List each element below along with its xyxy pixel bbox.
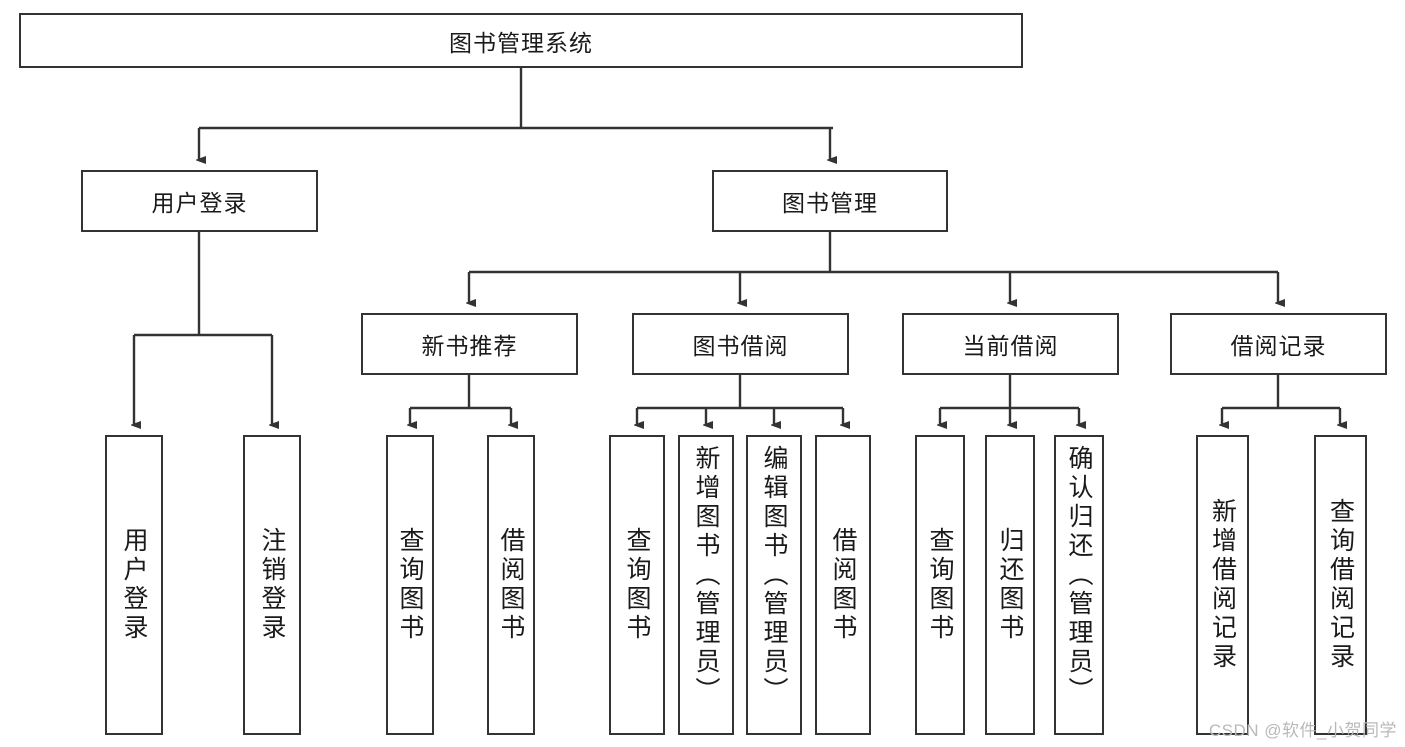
node-user-login[interactable]: 用户登录 <box>81 170 318 232</box>
node-label: 新增借阅记录 <box>1208 498 1237 672</box>
node-label: 查询图书 <box>926 527 954 643</box>
node-leaf-cur-return-book[interactable]: 归还图书 <box>985 435 1035 735</box>
node-label: 图书管理系统 <box>449 29 593 56</box>
node-leaf-cur-confirm-return[interactable]: 确认归还（管理员） <box>1054 435 1104 735</box>
node-leaf-user-logout[interactable]: 注销登录 <box>243 435 301 735</box>
node-leaf-cur-query-book[interactable]: 查询图书 <box>915 435 965 735</box>
node-leaf-rec-query-record[interactable]: 查询借阅记录 <box>1314 435 1367 735</box>
node-book-manage[interactable]: 图书管理 <box>712 170 948 232</box>
node-book-borrow[interactable]: 图书借阅 <box>632 313 849 375</box>
node-leaf-borrow-borrow-book[interactable]: 借阅图书 <box>815 435 871 735</box>
node-current-borrow[interactable]: 当前借阅 <box>902 313 1119 375</box>
node-label: 借阅图书 <box>829 527 857 643</box>
node-label: 编辑图书（管理员） <box>760 445 788 706</box>
node-label: 借阅记录 <box>1230 333 1327 359</box>
node-label: 查询图书 <box>396 527 424 643</box>
node-label: 当前借阅 <box>962 333 1059 359</box>
node-leaf-rec-add-record[interactable]: 新增借阅记录 <box>1196 435 1249 735</box>
node-label: 新书推荐 <box>421 333 518 359</box>
node-leaf-rec-borrow-book[interactable]: 借阅图书 <box>487 435 535 735</box>
node-label: 查询图书 <box>623 527 651 643</box>
node-leaf-borrow-edit-book[interactable]: 编辑图书（管理员） <box>746 435 802 735</box>
node-label: 图书管理 <box>782 190 878 216</box>
node-borrow-record[interactable]: 借阅记录 <box>1170 313 1387 375</box>
node-label: 图书借阅 <box>692 333 789 359</box>
node-label: 归还图书 <box>996 527 1024 643</box>
node-label: 注销登录 <box>258 527 286 643</box>
node-leaf-borrow-query-book[interactable]: 查询图书 <box>609 435 665 735</box>
node-leaf-user-login[interactable]: 用户登录 <box>105 435 163 735</box>
node-new-book-rec[interactable]: 新书推荐 <box>361 313 578 375</box>
csdn-watermark: CSDN @软件_小贺同学 <box>1208 721 1397 740</box>
node-label: 查询借阅记录 <box>1326 498 1355 672</box>
node-label: 用户登录 <box>151 190 248 216</box>
node-leaf-rec-query-book[interactable]: 查询图书 <box>386 435 434 735</box>
node-leaf-borrow-add-book[interactable]: 新增图书（管理员） <box>678 435 734 735</box>
node-root[interactable]: 图书管理系统 <box>19 13 1023 68</box>
node-label: 用户登录 <box>120 527 148 643</box>
node-label: 借阅图书 <box>497 527 525 643</box>
node-label: 确认归还（管理员） <box>1065 445 1093 706</box>
node-label: 新增图书（管理员） <box>692 445 720 706</box>
